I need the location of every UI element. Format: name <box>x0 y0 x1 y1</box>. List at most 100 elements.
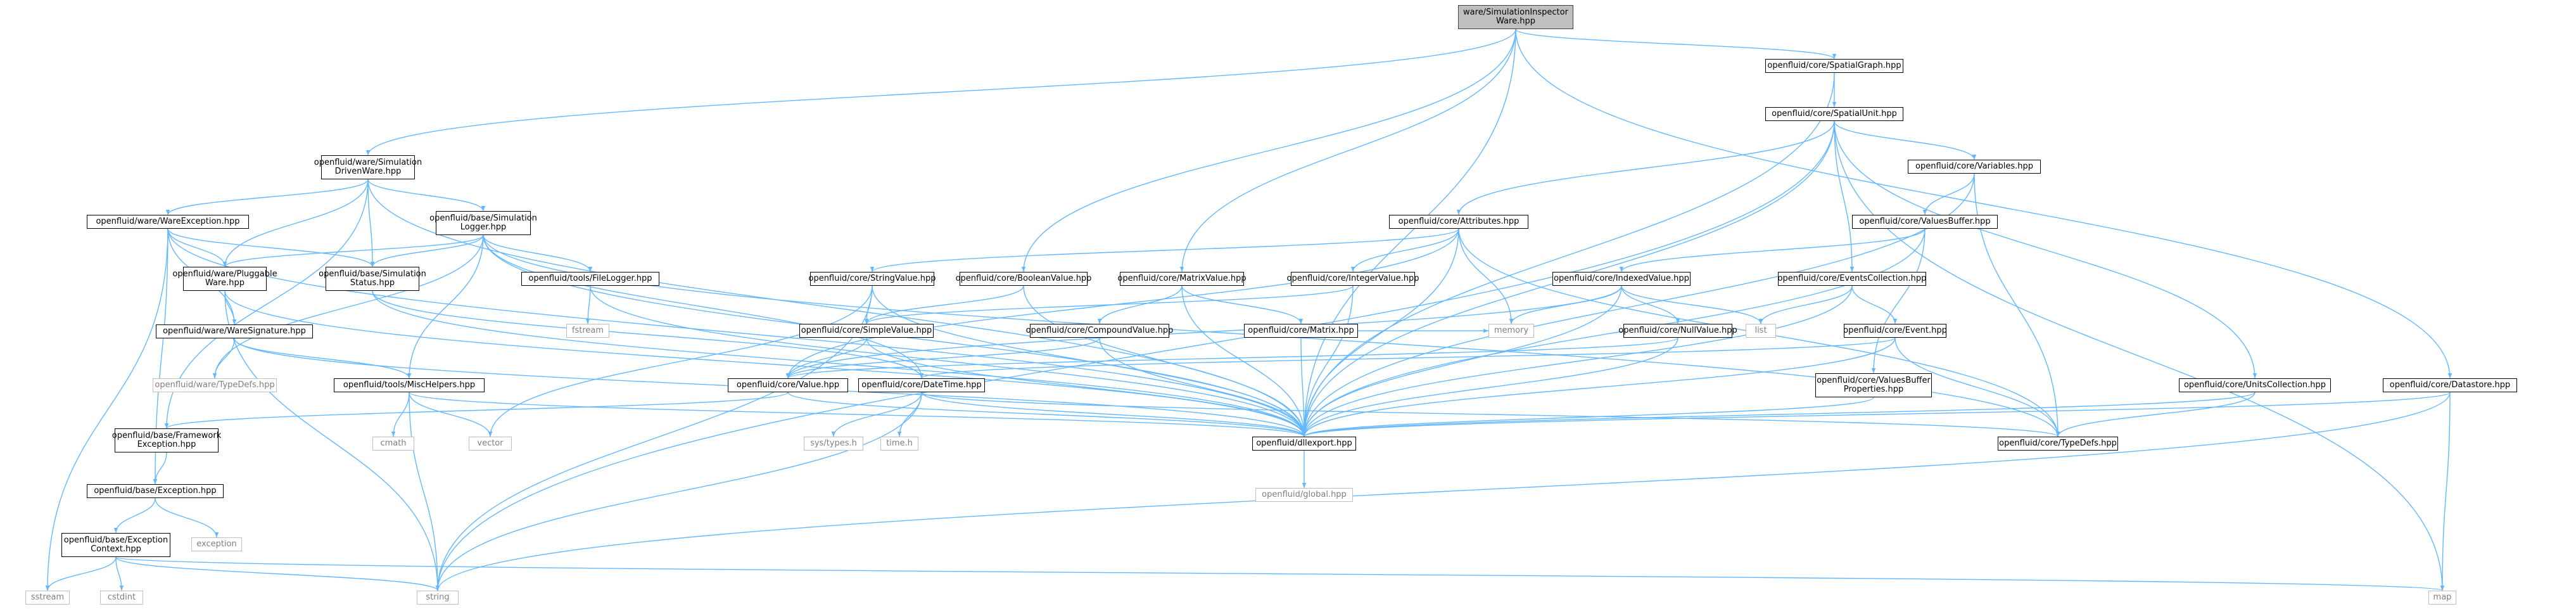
node-value[interactable]: openfluid/core/Value.hpp <box>728 378 848 392</box>
edge-integervalue-to-simplevalue <box>865 285 1354 324</box>
node-label: openfluid/core/SpatialGraph.hpp <box>1767 61 1901 70</box>
edge-attributes-to-integervalue <box>1350 228 1459 272</box>
node-spatialgraph[interactable]: openfluid/core/SpatialGraph.hpp <box>1765 59 1903 73</box>
edge-simlogger-to-mischelpers <box>407 234 484 379</box>
edge-compoundvalue-to-value <box>785 337 1100 379</box>
edge-drivenware-to-wareexception <box>165 179 369 215</box>
edge-indexedvalue-to-nullvalue <box>1621 285 1680 324</box>
edge-value-to-dllexport <box>787 392 1307 437</box>
node-stringvalue[interactable]: openfluid/core/StringValue.hpp <box>808 272 936 286</box>
edge-root-to-spatialgraph <box>1515 29 1837 60</box>
node-simplevalue[interactable]: openfluid/core/SimpleValue.hpp <box>799 324 934 338</box>
edge-attributes-to-stringvalue <box>870 228 1459 272</box>
node-label: openfluid/global.hpp <box>1262 490 1347 499</box>
node-label: Ware.hpp <box>1496 16 1535 26</box>
edge-valuesbuffer-to-indexedvalue <box>1619 228 1926 272</box>
edge-spatialunit-to-variables <box>1834 120 1977 160</box>
node-wareexception[interactable]: openfluid/ware/WareException.hpp <box>87 215 249 229</box>
node-datastore[interactable]: openfluid/core/Datastore.hpp <box>2383 378 2517 392</box>
node-waretypedefs: openfluid/ware/TypeDefs.hpp <box>153 378 277 392</box>
node-label: openfluid/ware/TypeDefs.hpp <box>155 380 275 390</box>
edge-valuesbuffer-to-dllexport <box>1302 228 1926 437</box>
node-filelogger[interactable]: openfluid/tools/FileLogger.hpp <box>521 272 659 286</box>
node-label: openfluid/base/Framework <box>111 431 222 440</box>
edge-booleanvalue-to-dllexport <box>1023 285 1307 437</box>
edge-eventscollection-to-dllexport <box>1302 285 1853 437</box>
edge-compoundvalue-to-dllexport <box>1099 337 1307 437</box>
node-matrix[interactable]: openfluid/core/Matrix.hpp <box>1244 324 1358 338</box>
node-label: vector <box>477 439 504 448</box>
node-label: sys/types.h <box>810 439 857 448</box>
node-attributes[interactable]: openfluid/core/Attributes.hpp <box>1389 215 1528 229</box>
edge-indexedvalue-to-list <box>1621 285 1763 324</box>
node-label: openfluid/ware/WareSignature.hpp <box>163 326 306 336</box>
node-matrixvalue[interactable]: openfluid/core/MatrixValue.hpp <box>1117 272 1247 286</box>
node-indexedvalue[interactable]: openfluid/core/IndexedValue.hpp <box>1552 272 1691 286</box>
node-label: openfluid/base/Exception <box>63 535 168 545</box>
node-label: DrivenWare.hpp <box>334 167 402 176</box>
node-waresignature[interactable]: openfluid/ware/WareSignature.hpp <box>156 324 313 338</box>
edge-eventscollection-to-list <box>1758 285 1853 324</box>
node-dllexport[interactable]: openfluid/dllexport.hpp <box>1252 437 1356 451</box>
edge-baseexception-to-exception <box>155 497 219 538</box>
edge-waresignature-to-mischelpers <box>234 338 412 379</box>
edge-drivenware-to-simlogger <box>367 179 486 212</box>
node-event[interactable]: openfluid/core/Event.hpp <box>1843 324 1947 338</box>
node-baseexception[interactable]: openfluid/base/Exception.hpp <box>87 484 224 498</box>
edge-stringvalue-to-vector <box>488 285 873 437</box>
node-label: Exception.hpp <box>137 440 196 449</box>
node-nullvalue[interactable]: openfluid/core/NullValue.hpp <box>1618 324 1737 338</box>
node-valuesbuffer[interactable]: openfluid/core/ValuesBuffer.hpp <box>1852 215 1998 229</box>
node-label: openfluid/core/SimpleValue.hpp <box>801 326 932 335</box>
node-unitscollection[interactable]: openfluid/core/UnitsCollection.hpp <box>2179 378 2331 392</box>
node-label: openfluid/base/Exception.hpp <box>94 486 217 496</box>
node-label: openfluid/core/UnitsCollection.hpp <box>2183 380 2326 390</box>
edge-event-to-datetime <box>920 337 1896 379</box>
node-label: openfluid/core/Attributes.hpp <box>1398 217 1520 226</box>
node-label: map <box>2433 593 2452 602</box>
edge-matrix-to-dllexport <box>1300 337 1307 437</box>
edge-datetime-to-dllexport <box>921 392 1307 437</box>
node-coretypedefs[interactable]: openfluid/core/TypeDefs.hpp <box>1998 437 2118 451</box>
node-label: openfluid/core/DateTime.hpp <box>861 380 982 390</box>
edge-filelogger-to-fstream <box>585 285 591 324</box>
node-label: openfluid/ware/Simulation <box>314 158 422 167</box>
node-variables[interactable]: openfluid/core/Variables.hpp <box>1908 160 2041 174</box>
node-label: openfluid/core/Matrix.hpp <box>1248 326 1354 335</box>
edge-spatialunit-to-unitscollection <box>1834 120 2257 379</box>
node-eventscollection[interactable]: openfluid/core/EventsCollection.hpp <box>1778 272 1926 286</box>
edge-pluggable-to-string <box>224 290 440 591</box>
edge-simlogger-to-filelogger <box>483 234 593 272</box>
edge-mischelpers-to-cmath <box>391 392 410 437</box>
node-compoundvalue[interactable]: openfluid/core/CompoundValue.hpp <box>1026 324 1173 338</box>
node-label: openfluid/dllexport.hpp <box>1256 439 1352 448</box>
edge-attributes-to-memory <box>1458 228 1514 324</box>
node-label: openfluid/tools/MiscHelpers.hpp <box>343 380 476 390</box>
node-booleanvalue[interactable]: openfluid/core/BooleanValue.hpp <box>956 272 1091 286</box>
node-label: string <box>426 593 450 602</box>
edge-exccontext-to-sstream <box>45 556 117 591</box>
edge-drivenware-to-pluggable <box>222 179 369 267</box>
node-exception: exception <box>191 537 242 551</box>
node-spatialunit[interactable]: openfluid/core/SpatialUnit.hpp <box>1765 107 1903 121</box>
node-integervalue[interactable]: openfluid/core/IntegerValue.hpp <box>1287 272 1419 286</box>
node-datetime[interactable]: openfluid/core/DateTime.hpp <box>858 378 985 392</box>
edge-datastore-to-map <box>2440 392 2451 591</box>
node-mischelpers[interactable]: openfluid/tools/MiscHelpers.hpp <box>334 378 485 392</box>
node-label: Status.hpp <box>350 278 395 288</box>
edge-matrixvalue-to-dllexport <box>1181 285 1307 437</box>
edge-nullvalue-to-value <box>786 337 1678 379</box>
edge-mischelpers-to-dllexport <box>409 392 1306 437</box>
edge-simlogger-to-simstatus <box>370 234 484 267</box>
node-label: openfluid/ware/WareException.hpp <box>96 217 240 226</box>
node-vector: vector <box>469 437 512 451</box>
node-label: sstream <box>30 593 65 602</box>
